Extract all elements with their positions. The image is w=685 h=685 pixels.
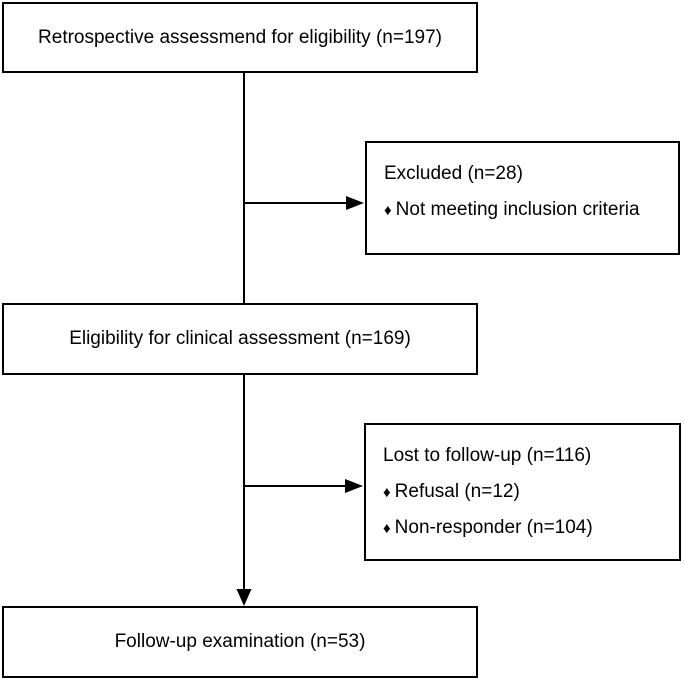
box-retrospective-assessment-label: Retrospective assessmend for eligibility… [38, 26, 442, 48]
box-lost-to-followup-item-label: Refusal (n=12) [394, 481, 520, 502]
box-followup-examination: Follow-up examination (n=53) [2, 606, 478, 678]
box-lost-to-followup-item: ♦ Refusal (n=12) [383, 474, 671, 510]
box-excluded: Excluded (n=28) ♦ Not meeting inclusion … [365, 141, 680, 255]
diamond-bullet-icon: ♦ [383, 519, 391, 537]
arrowhead-excluded-icon [346, 196, 364, 210]
box-clinical-eligibility-label: Eligibility for clinical assessment (n=1… [69, 328, 411, 349]
box-excluded-title: Excluded (n=28) [384, 163, 523, 184]
diamond-bullet-icon: ♦ [384, 201, 392, 219]
box-excluded-item: ♦ Not meeting inclusion criteria [384, 192, 670, 228]
diamond-bullet-icon: ♦ [383, 483, 391, 501]
arrowhead-lost-icon [345, 479, 363, 493]
box-lost-to-followup-item-label: Non-responder (n=104) [394, 517, 593, 538]
box-retrospective-assessment: Retrospective assessmend for eligibility… [2, 2, 478, 73]
box-lost-to-followup-title: Lost to follow-up (n=116) [383, 445, 592, 466]
arrowhead-followup-icon [236, 589, 252, 606]
box-lost-to-followup-item: ♦ Non-responder (n=104) [383, 510, 671, 546]
box-followup-examination-label: Follow-up examination (n=53) [114, 631, 366, 652]
box-lost-to-followup: Lost to follow-up (n=116) ♦ Refusal (n=1… [364, 423, 681, 561]
box-clinical-eligibility: Eligibility for clinical assessment (n=1… [2, 303, 478, 375]
box-excluded-item-label: Not meeting inclusion criteria [395, 199, 640, 220]
